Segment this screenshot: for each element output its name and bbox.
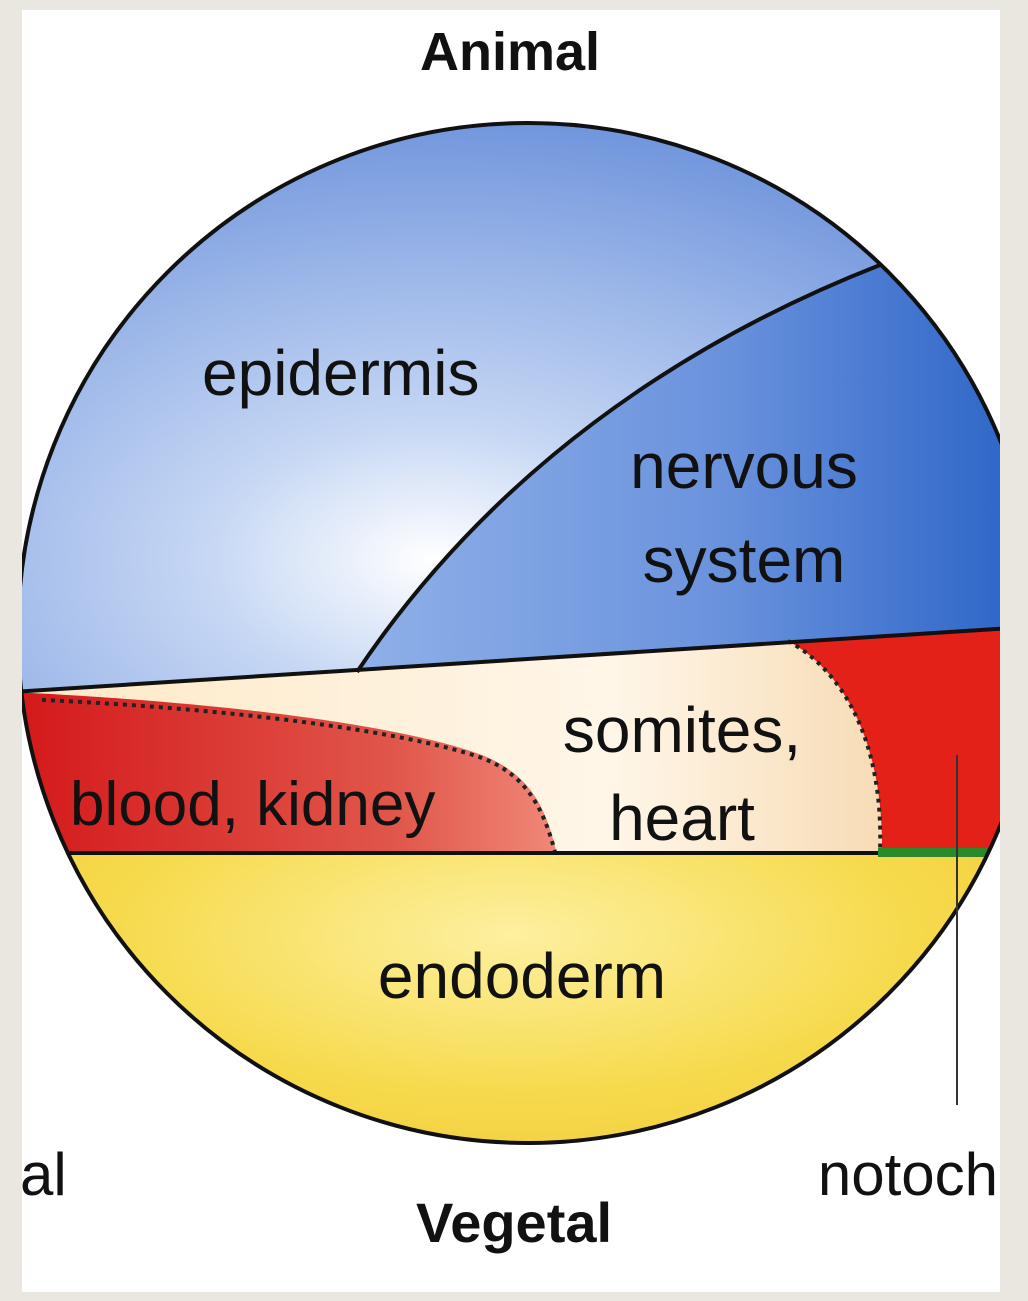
- figure-frame: Animal epidermis nervous system somites,…: [22, 10, 1000, 1292]
- notochord-region: [878, 848, 1000, 857]
- nervous-label-line2: system: [643, 524, 846, 596]
- nervous-label-line1: nervous: [630, 430, 858, 502]
- vegetal-pole-label: Vegetal: [416, 1191, 612, 1254]
- notochord-label: notoch: [818, 1141, 998, 1208]
- left-cut-label: al: [22, 1141, 67, 1208]
- somites-label-line1: somites,: [563, 694, 801, 766]
- heart-label-line2: heart: [609, 782, 755, 854]
- fate-map-diagram: Animal epidermis nervous system somites,…: [22, 10, 1000, 1292]
- blood-kidney-label: blood, kidney: [70, 770, 435, 839]
- epidermis-label: epidermis: [202, 337, 479, 409]
- animal-pole-label: Animal: [420, 22, 600, 82]
- endoderm-label: endoderm: [378, 940, 666, 1012]
